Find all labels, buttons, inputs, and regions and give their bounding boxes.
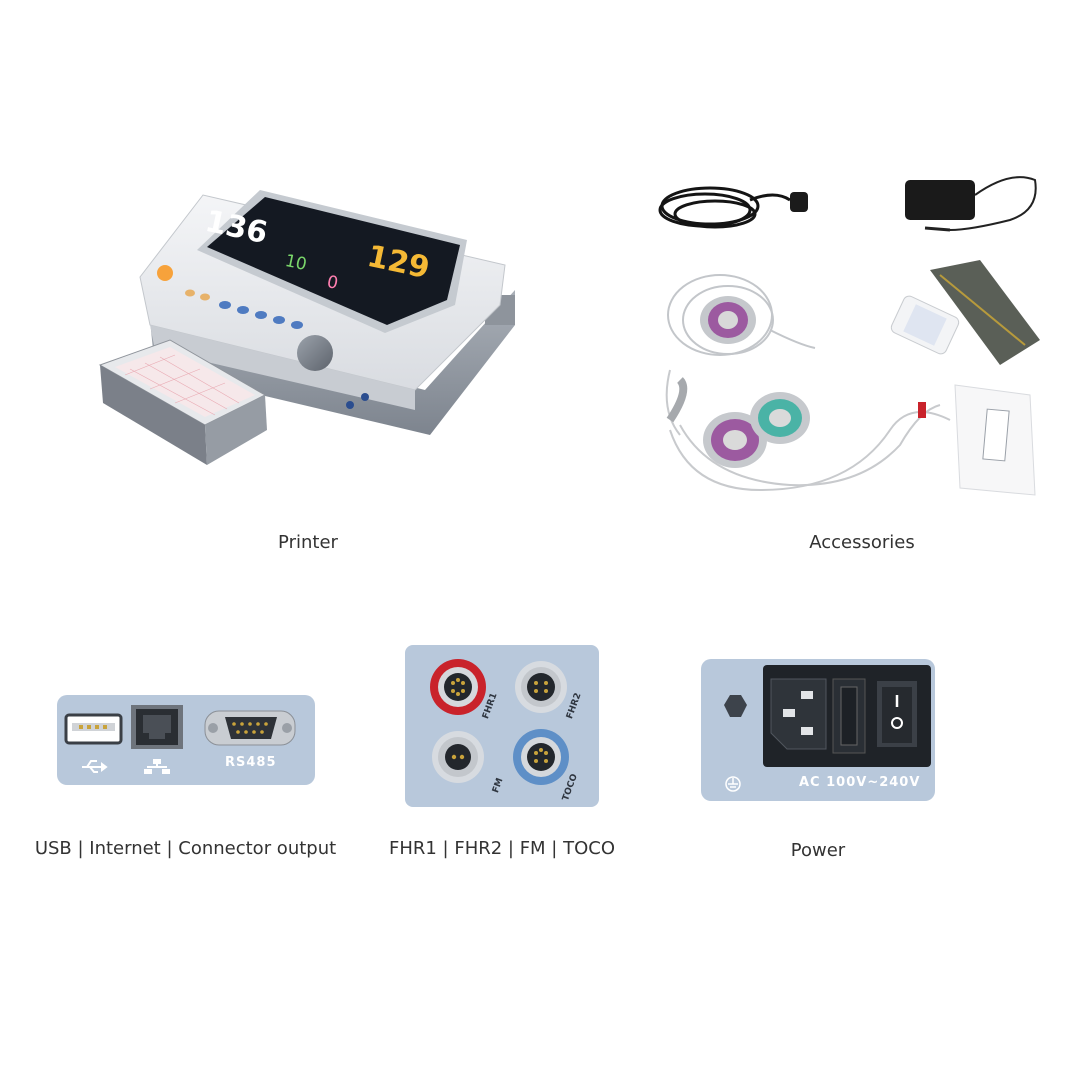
rs485-label: RS485 xyxy=(225,755,277,770)
usb-symbol-icon xyxy=(82,760,108,773)
accessories-caption: Accessories xyxy=(809,532,915,553)
fm-reading: 10 xyxy=(283,250,309,276)
power-panel: AC 100V~240V xyxy=(701,659,935,801)
earth-symbol-icon xyxy=(725,776,741,792)
power-caption: Power xyxy=(790,840,846,861)
network-symbol-icon xyxy=(144,759,170,774)
accessories-image xyxy=(650,170,1050,505)
printer-caption: Printer xyxy=(278,532,338,553)
ground-bolt-icon xyxy=(724,695,747,717)
power-inlet-icon xyxy=(770,678,827,750)
ports-caption: USB | Internet | Connector output xyxy=(34,838,337,859)
voltage-label: AC 100V~240V xyxy=(799,775,921,790)
fetal-monitor-image: 136 129 10 0 xyxy=(95,185,525,470)
sensor-connector-panel: FHR1 FHR2 FM TOCO xyxy=(405,645,599,807)
ports-panel: RS485 xyxy=(57,695,315,785)
sensors-caption: FHR1 | FHR2 | FM | TOCO xyxy=(388,838,615,859)
